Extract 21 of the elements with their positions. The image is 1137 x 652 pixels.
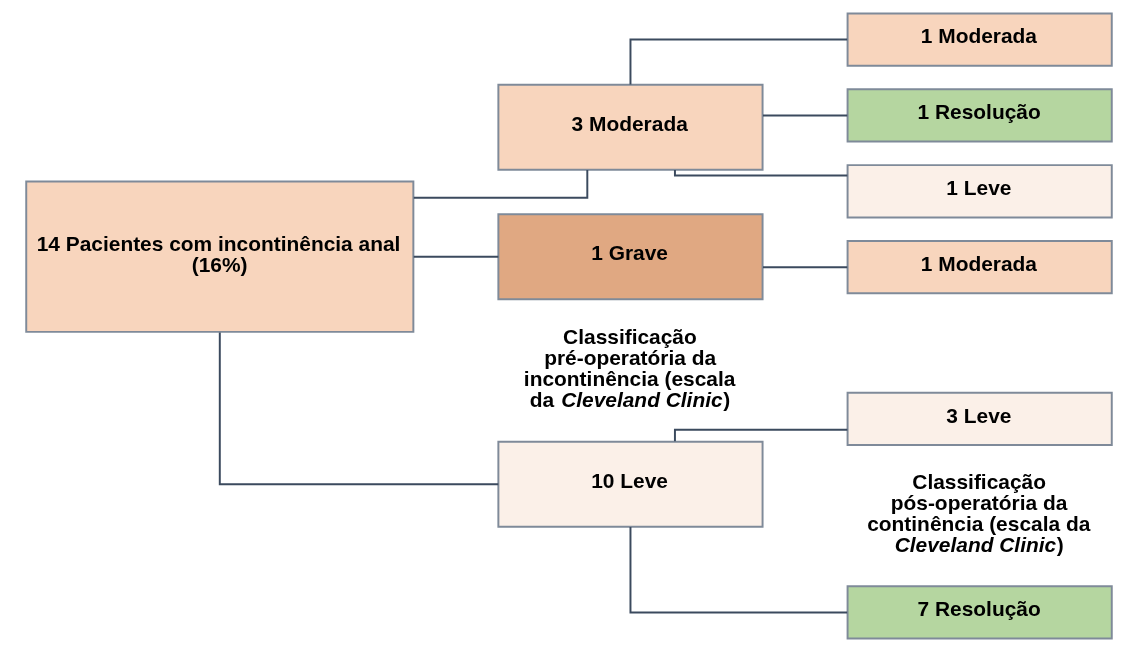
connector bbox=[673, 169, 848, 177]
connector bbox=[761, 266, 848, 269]
node-box: 1 Moderada bbox=[846, 240, 1113, 295]
connector bbox=[412, 168, 588, 199]
node-box: 3 Moderada bbox=[496, 83, 764, 171]
node-box: 14 Pacientes com incontinência anal (16%) bbox=[24, 180, 414, 333]
node-box: 3 Leve bbox=[846, 391, 1113, 446]
connector bbox=[673, 428, 848, 443]
label: Classificação pós-operatória da continência (escala da Cleveland Clinic) bbox=[866, 470, 1090, 556]
connector bbox=[761, 114, 848, 117]
node-box: 1 Resolução bbox=[846, 88, 1113, 143]
node-box: 1 Moderada bbox=[846, 12, 1113, 67]
node-box: 1 Grave bbox=[496, 213, 764, 301]
connector bbox=[218, 331, 499, 486]
connector bbox=[629, 525, 848, 614]
node-box: 1 Leve bbox=[846, 164, 1113, 219]
label: Classificação pré-operatória da incontinência (escala da Cleveland Clinic) bbox=[523, 325, 735, 411]
node-box: 7 Resolução bbox=[846, 585, 1113, 640]
connector bbox=[629, 38, 848, 86]
connector bbox=[412, 255, 499, 258]
node-box: 10 Leve bbox=[496, 440, 764, 528]
